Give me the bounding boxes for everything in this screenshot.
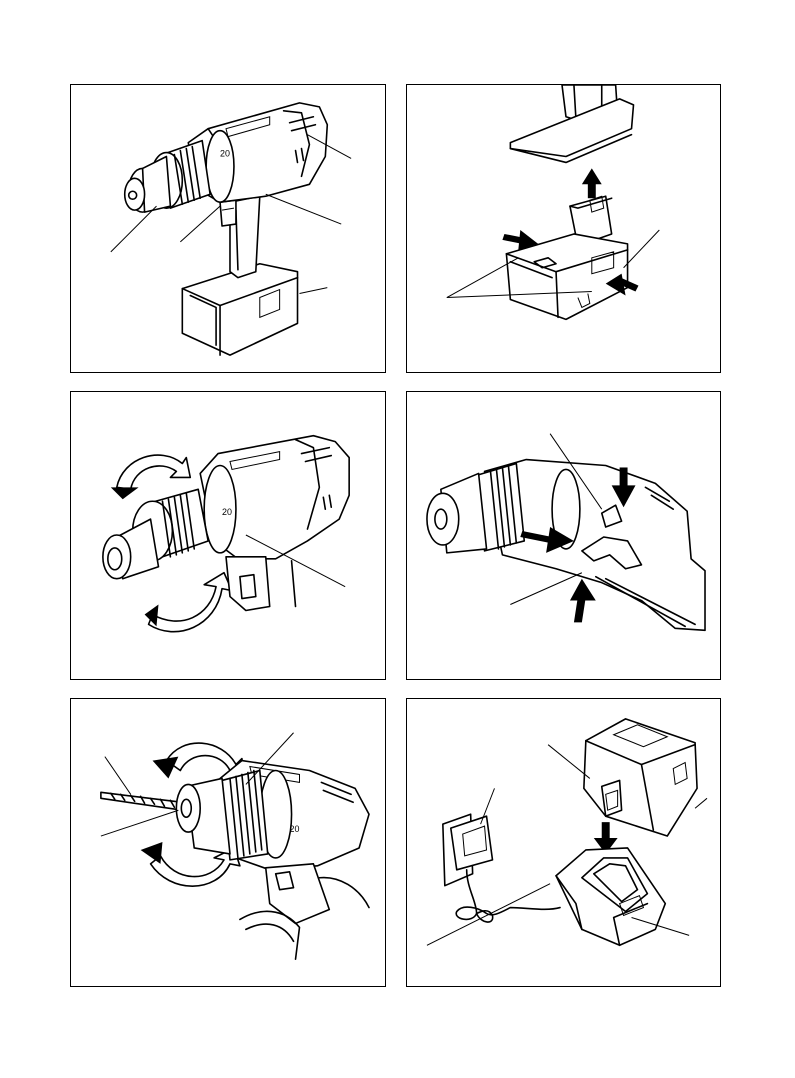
figure-3-torque-adjustment: 20 xyxy=(70,391,386,680)
drill-illustration: 20 xyxy=(71,85,385,372)
torque-adjust-illustration: 20 xyxy=(71,392,385,679)
figure-4-reversing-switch xyxy=(406,391,721,680)
figure-2-battery-removal xyxy=(406,84,721,373)
bit-install-illustration: 20 xyxy=(71,699,385,986)
charger-illustration xyxy=(407,699,720,986)
figure-5-bit-installation: 20 xyxy=(70,698,386,987)
torque-dial-label: 20 xyxy=(220,149,230,159)
figure-6-charging xyxy=(406,698,721,987)
reversing-switch-illustration xyxy=(407,392,720,679)
battery-removal-illustration xyxy=(407,85,720,372)
torque-dial-label: 20 xyxy=(222,507,232,517)
figure-1-drill-overview: 20 xyxy=(70,84,386,373)
